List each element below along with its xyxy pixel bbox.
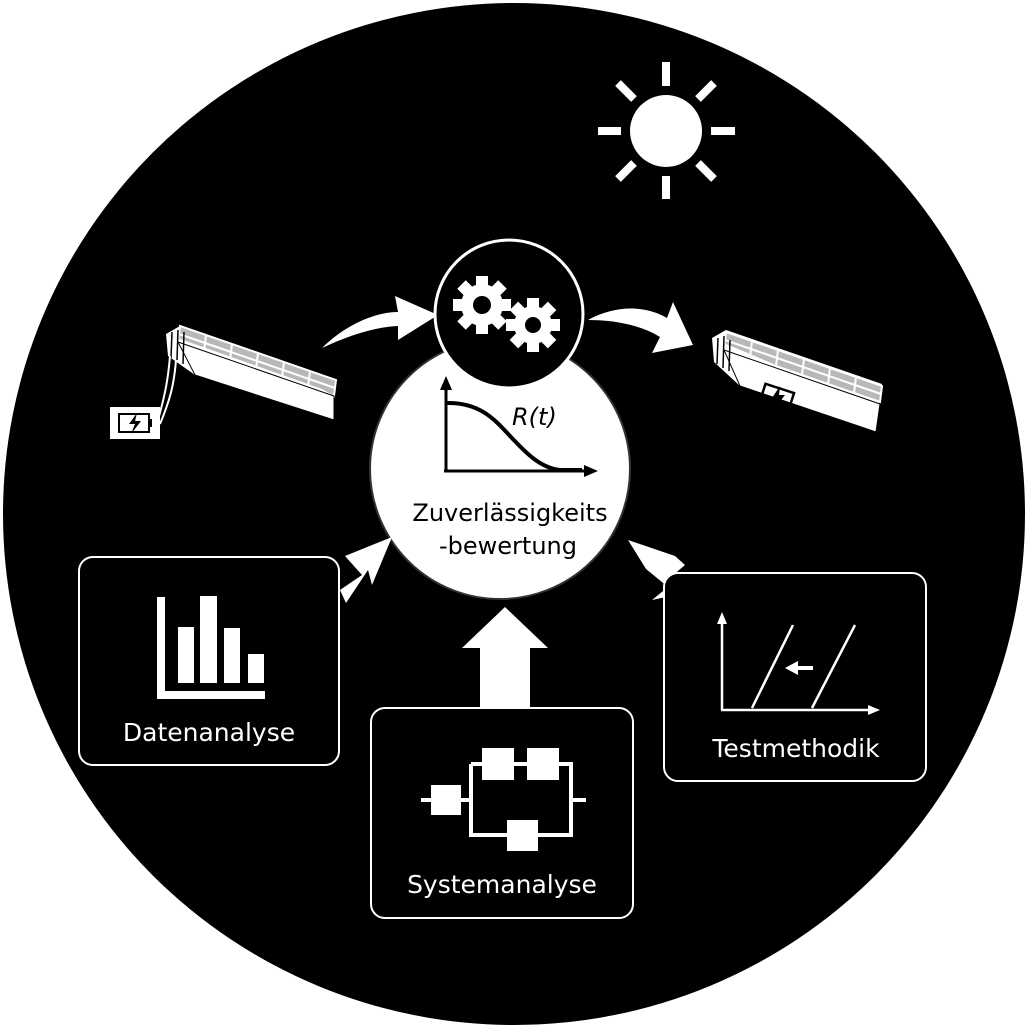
reliability-curve — [445, 400, 582, 472]
battery-charging-icon — [110, 407, 160, 439]
arrow-process-to-battery — [588, 302, 693, 353]
data-analysis-label: Datenanalyse — [123, 718, 295, 747]
block-diagram-icon — [421, 748, 586, 851]
sun-icon — [598, 62, 735, 199]
system-analysis-label: Systemanalyse — [407, 870, 597, 899]
process-circle — [433, 238, 585, 390]
data-analysis-box: Datenanalyse — [78, 556, 340, 766]
battery-pack-right-icon — [712, 330, 884, 433]
battery-charging-icon-right — [758, 382, 796, 412]
system-analysis-box: Systemanalyse — [370, 707, 634, 919]
gear-icon-small — [506, 298, 560, 352]
center-title-line1: Zuverlässigkeits — [412, 499, 607, 527]
test-method-box: Testmethodik — [663, 572, 927, 782]
arrow-data-to-center — [340, 537, 392, 603]
test-method-icon — [717, 612, 880, 715]
test-method-label: Testmethodik — [711, 734, 880, 763]
arrow-battery-to-process — [322, 296, 438, 348]
gear-icon-large — [453, 276, 511, 334]
battery-pack-left-icon — [110, 324, 338, 439]
center-title-line2: -bewertung — [439, 532, 577, 560]
bar-chart-icon — [157, 596, 265, 699]
reliability-curve-graph: R(t) — [440, 376, 598, 477]
curve-label: R(t) — [512, 403, 557, 431]
gears-icon — [453, 276, 560, 352]
arrow-system-to-center — [462, 607, 548, 708]
